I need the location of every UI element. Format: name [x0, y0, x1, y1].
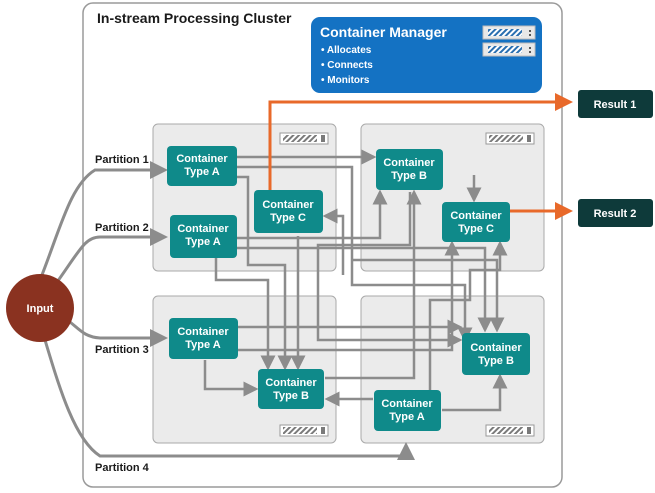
- container-s4-type-b: Container Type B: [462, 333, 530, 375]
- input-to-partition-2: [53, 228, 168, 286]
- result-2-box: Result 2: [578, 199, 653, 227]
- cluster-title: In-stream Processing Cluster: [97, 10, 292, 26]
- container-type: Type A: [389, 411, 425, 423]
- container-label: Container: [177, 326, 229, 338]
- container-s4-type-a: Container Type A: [374, 390, 441, 431]
- input-node: Input: [6, 274, 74, 342]
- container-s3-type-a: Container Type A: [169, 318, 238, 359]
- container-type: Type B: [391, 170, 427, 182]
- container-s1-type-a-1: Container Type A: [167, 146, 237, 186]
- container-type: Type C: [270, 212, 306, 224]
- result-1-box: Result 1: [578, 90, 653, 118]
- manager-item-connects: • Connects: [321, 60, 373, 71]
- container-type: Type A: [185, 339, 221, 351]
- container-label: Container: [265, 377, 317, 389]
- container-s1-type-a-2: Container Type A: [170, 215, 237, 258]
- partition-2-label: Partition 2: [95, 222, 149, 234]
- server-indicator-icon: [279, 424, 329, 437]
- container-label: Container: [470, 342, 522, 354]
- container-label: Container: [381, 398, 433, 410]
- container-label: Container: [176, 153, 228, 165]
- container-label: Container: [383, 157, 435, 169]
- partition-1-label: Partition 1: [95, 154, 149, 166]
- output-links: [268, 93, 573, 220]
- container-s3-type-b: Container Type B: [258, 369, 324, 409]
- container-s2-type-b: Container Type B: [376, 149, 443, 190]
- container-label: Container: [262, 199, 314, 211]
- server-rack-icon: [482, 25, 536, 57]
- container-s2-type-c: Container Type C: [442, 202, 510, 242]
- container-s1-type-c: Container Type C: [254, 190, 323, 233]
- container-manager: Container Manager • Allocates • Connects…: [311, 17, 542, 93]
- output-to-result-1: [268, 93, 573, 190]
- container-manager-title: Container Manager: [320, 24, 447, 40]
- container-type: Type B: [478, 355, 514, 367]
- manager-item-monitors: • Monitors: [321, 75, 370, 86]
- container-type: Type A: [184, 166, 220, 178]
- input-links: [38, 161, 415, 460]
- container-label: Container: [177, 223, 229, 235]
- input-label: Input: [27, 303, 54, 315]
- input-to-partition-1: [38, 161, 168, 281]
- server-indicator-icon: [279, 132, 329, 145]
- manager-item-allocates: • Allocates: [321, 45, 372, 56]
- server-indicator-icon: [485, 132, 535, 145]
- container-type: Type B: [273, 390, 309, 402]
- container-type: Type A: [185, 236, 221, 248]
- container-label: Container: [450, 210, 502, 222]
- result-2-label: Result 2: [594, 208, 637, 220]
- partition-3-label: Partition 3: [95, 344, 149, 356]
- container-type: Type C: [458, 223, 494, 235]
- server-indicator-icon: [485, 424, 535, 437]
- input-to-partition-4: [43, 339, 415, 460]
- result-1-label: Result 1: [594, 99, 637, 111]
- internal-links: [203, 149, 508, 412]
- partition-4-label: Partition 4: [95, 462, 150, 474]
- input-to-partition-3: [69, 320, 168, 347]
